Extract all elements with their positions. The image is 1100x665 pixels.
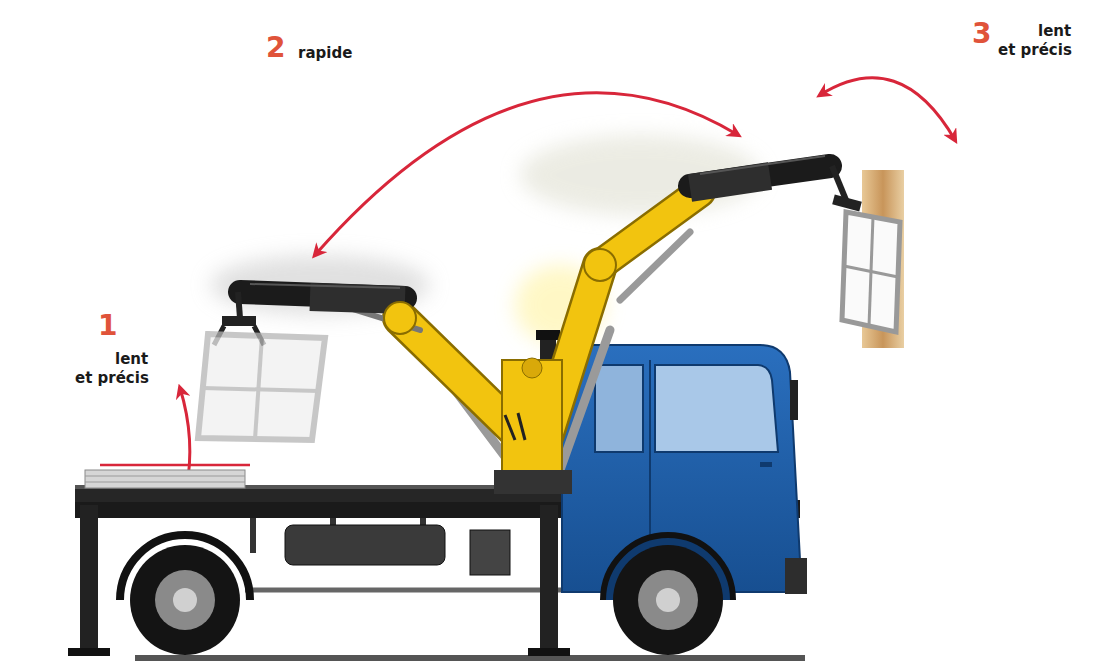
- knuckle: [584, 249, 616, 281]
- door-handle: [760, 462, 772, 467]
- ghost-window: [198, 334, 325, 440]
- motion-note: rapide: [298, 44, 352, 63]
- tool-box: [470, 530, 510, 575]
- crane-pose-placing: [545, 156, 900, 470]
- panel-edge: [85, 476, 245, 477]
- crane-pose-pickup: [198, 284, 525, 470]
- window-frame: [842, 212, 900, 332]
- rotator: [832, 166, 846, 200]
- gripper: [832, 195, 862, 212]
- crane-foot: [494, 470, 572, 494]
- boom-section: [690, 176, 770, 188]
- hose: [250, 284, 400, 288]
- cab-window: [655, 365, 778, 452]
- hub: [656, 588, 680, 612]
- window-being-placed: [842, 212, 900, 332]
- window-frame: [198, 334, 325, 440]
- motion-blur: [210, 135, 760, 345]
- callout-number: 3: [972, 16, 991, 51]
- window-muntin: [844, 266, 898, 277]
- motion-note: lent et précis: [998, 22, 1088, 60]
- knuckle: [384, 302, 416, 334]
- panel-stack: [85, 470, 245, 488]
- rear-window: [595, 365, 643, 452]
- panel-edge: [85, 482, 245, 483]
- bed-support: [250, 518, 256, 553]
- tyre: [130, 545, 240, 655]
- boom-section: [310, 297, 405, 300]
- rim: [638, 570, 698, 630]
- outrigger-foot: [528, 648, 570, 656]
- rotator: [238, 292, 240, 318]
- ground-line: [135, 655, 805, 661]
- upper-boom: [600, 192, 700, 265]
- callout-number: 1: [98, 308, 117, 343]
- rim: [155, 570, 215, 630]
- pivot: [522, 358, 542, 378]
- precise-arrow: [820, 78, 955, 140]
- callout-number: 2: [266, 30, 285, 65]
- fast-arrow: [315, 93, 738, 255]
- exhaust-cap: [536, 330, 560, 340]
- outrigger-foot: [68, 648, 110, 656]
- tyre: [613, 545, 723, 655]
- bumper: [785, 558, 807, 594]
- boom-outline: [600, 192, 700, 265]
- panels: [85, 470, 245, 488]
- flatbed: [75, 488, 565, 502]
- hose: [700, 156, 825, 174]
- outrigger-leg: [80, 505, 98, 650]
- fuel-tank: [285, 525, 445, 565]
- gripper: [222, 316, 256, 326]
- control-lever: [518, 413, 525, 440]
- hub: [173, 588, 197, 612]
- crane-base: [494, 358, 572, 494]
- outrigger-leg: [540, 505, 558, 650]
- window-muntin: [203, 388, 318, 391]
- motion-note: lent et précis: [75, 350, 165, 388]
- control-lever: [505, 415, 515, 440]
- mirror: [790, 380, 798, 420]
- crane-column: [502, 360, 562, 485]
- wheels: [120, 535, 733, 655]
- level-line: [100, 464, 250, 467]
- motion-arrows: [100, 78, 955, 490]
